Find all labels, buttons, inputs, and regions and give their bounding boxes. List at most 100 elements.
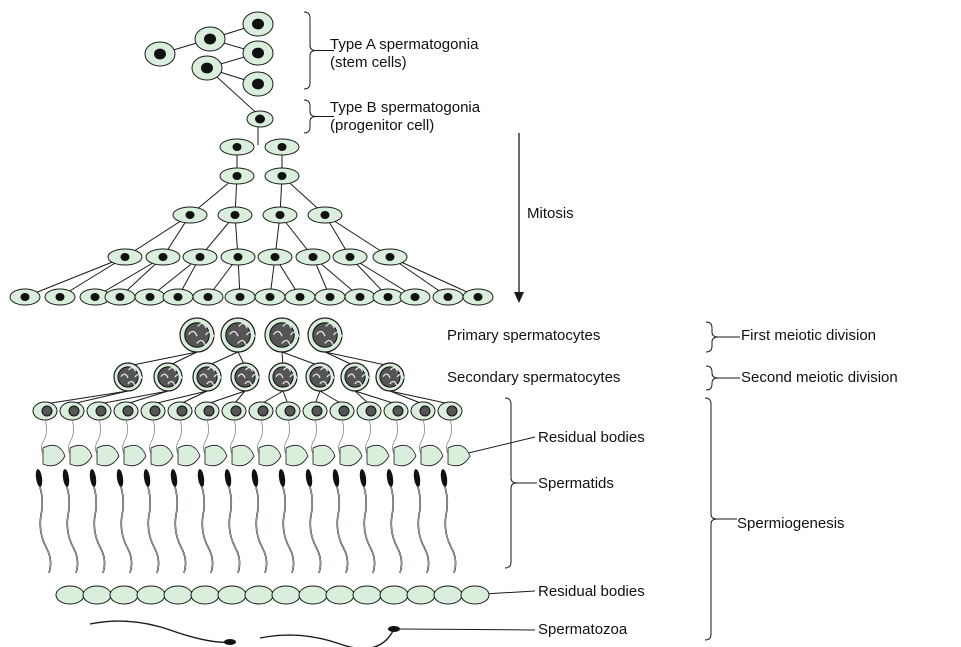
- residual-body: [313, 445, 335, 465]
- nucleus: [255, 115, 265, 124]
- spermatogonium-cell: [105, 289, 135, 305]
- residual-body-cell: [164, 586, 192, 604]
- spermatogonium-cell: [220, 168, 254, 184]
- spermatogonium-cell: [433, 289, 463, 305]
- residual-body: [367, 445, 389, 465]
- spermatogonium-cell: [10, 289, 40, 305]
- residual-body-cell: [245, 586, 273, 604]
- residual-body: [151, 445, 173, 465]
- flagellum-outline: [229, 487, 240, 573]
- nucleus: [123, 406, 133, 416]
- spermatogonium-cell: [173, 207, 207, 223]
- spermatogonium-cell: [258, 249, 292, 265]
- primary-spermatocytes-label: Primary spermatocytes: [447, 327, 600, 344]
- nucleus: [231, 406, 241, 416]
- nucleus: [196, 253, 205, 261]
- sperm-head: [143, 469, 151, 488]
- elongating-spermatid: [197, 445, 227, 573]
- nucleus: [204, 34, 216, 45]
- residual-body-cell: [407, 586, 435, 604]
- nucleus: [177, 406, 187, 416]
- residual-body: [448, 445, 470, 465]
- type-b-label-line1: Type B spermatogonia: [330, 99, 481, 116]
- nucleus: [296, 293, 305, 301]
- residual-body-cell: [110, 586, 138, 604]
- primary-spermatocyte: [221, 318, 255, 352]
- type-a-cell: [243, 41, 273, 65]
- residual-body-cell: [83, 586, 111, 604]
- flagellum-outline: [364, 487, 375, 573]
- nucleus: [393, 406, 403, 416]
- secondary-spermatocyte: [341, 363, 369, 391]
- spermatogonium-cell: [135, 289, 165, 305]
- spermatogonium-cell: [285, 289, 315, 305]
- nucleus: [252, 19, 264, 30]
- sperm-head: [251, 469, 259, 488]
- type-b-label-line2: (progenitor cell): [330, 117, 434, 134]
- spermatogonium-cell: [345, 289, 375, 305]
- flagellum: [90, 621, 230, 642]
- spermatogonium-cell: [183, 249, 217, 265]
- spermatogonium-cell: [221, 249, 255, 265]
- sperm-head: [35, 469, 43, 488]
- type-a-cell: [243, 12, 273, 36]
- residual-body: [232, 445, 254, 465]
- residual-body-cell: [380, 586, 408, 604]
- elongating-spermatid: [224, 445, 254, 573]
- nucleus: [356, 293, 365, 301]
- secondary-spermatocyte: [306, 363, 334, 391]
- connector-line: [45, 391, 128, 404]
- residual-body-cell: [461, 586, 489, 604]
- nucleus: [116, 293, 125, 301]
- residual-body-cell: [272, 586, 300, 604]
- sperm-head: [224, 469, 232, 488]
- nucleus: [42, 406, 52, 416]
- elongating-spermatid: [89, 445, 119, 573]
- connector-line: [390, 257, 478, 297]
- flagellum-outline: [391, 487, 402, 573]
- residual-body-cell: [191, 586, 219, 604]
- spermatozoon: [260, 626, 400, 647]
- spermatogonium-cell: [225, 289, 255, 305]
- flagellum-outline: [175, 487, 186, 573]
- spermatogonium-cell: [463, 289, 493, 305]
- residual-body-cell: [326, 586, 354, 604]
- nucleus: [121, 253, 130, 261]
- nucleus: [309, 253, 318, 261]
- elongating-spermatid: [278, 445, 308, 573]
- first-meiotic-bracket: [706, 322, 718, 352]
- spermatozoon: [90, 621, 236, 645]
- residual-body: [340, 445, 362, 465]
- residual-body-cell: [218, 586, 246, 604]
- sperm-head: [278, 469, 286, 488]
- elongating-spermatid: [386, 445, 416, 573]
- secondary-spermatocyte: [114, 363, 142, 391]
- spermatogonium-cell: [163, 289, 193, 305]
- nucleus: [233, 172, 242, 180]
- nucleus: [56, 293, 65, 301]
- residual-body: [286, 445, 308, 465]
- spermatogonium-cell: [45, 289, 75, 305]
- nucleus: [321, 211, 330, 219]
- residual-bodies-upper-label: Residual bodies: [538, 429, 645, 446]
- spermatogonium-cell: [400, 289, 430, 305]
- sperm-head: [413, 469, 421, 488]
- spermatogonium-cell: [263, 207, 297, 223]
- elongating-spermatid: [251, 445, 281, 573]
- nucleus: [444, 293, 453, 301]
- sperm-head: [359, 469, 367, 488]
- residual-body: [43, 445, 65, 465]
- elongating-spermatid: [413, 445, 443, 573]
- residual-body: [70, 445, 92, 465]
- spermatids-label: Spermatids: [538, 475, 614, 492]
- flagellum-outline: [310, 487, 321, 573]
- nucleus: [69, 406, 79, 416]
- nucleus: [326, 293, 335, 301]
- primary-spermatocyte: [180, 318, 214, 352]
- type-a-cell: [145, 42, 175, 66]
- elongating-spermatid: [143, 445, 173, 573]
- elongating-spermatid: [332, 445, 362, 573]
- spermatogonium-cell: [193, 289, 223, 305]
- type-b-bracket: [304, 100, 316, 133]
- sperm-head: [305, 469, 313, 488]
